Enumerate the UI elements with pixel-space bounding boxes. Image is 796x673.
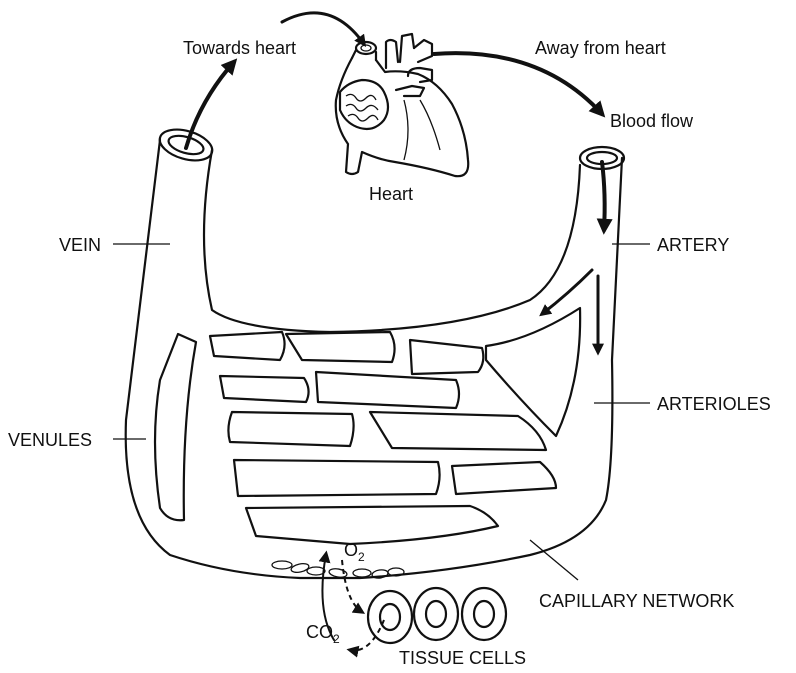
vein-label: VEIN bbox=[59, 235, 101, 255]
tissue-cell bbox=[414, 588, 458, 640]
co2-label: CO2 bbox=[306, 622, 340, 646]
artery-label: ARTERY bbox=[657, 235, 729, 255]
red-blood-cells bbox=[272, 561, 404, 579]
co2-arrow bbox=[342, 560, 362, 612]
tissue-cell bbox=[462, 588, 506, 640]
tissue-cell bbox=[368, 591, 412, 643]
artery-flow-arrow bbox=[602, 162, 605, 230]
heart-label: Heart bbox=[369, 184, 413, 204]
capillary-network-label: CAPILLARY NETWORK bbox=[539, 591, 734, 611]
away-from-heart-arrow bbox=[434, 53, 602, 114]
away-from-heart-label: Away from heart bbox=[535, 38, 666, 58]
arterioles-label: ARTERIOLES bbox=[657, 394, 771, 414]
venules-label: VENULES bbox=[8, 430, 92, 450]
towards-heart-arrow bbox=[186, 62, 234, 148]
flow-arrows bbox=[186, 13, 605, 352]
tissue-cells-label: TISSUE CELLS bbox=[399, 648, 526, 668]
tissue-cells-group bbox=[368, 588, 506, 643]
blood-flow-label: Blood flow bbox=[610, 111, 694, 131]
vein-wall bbox=[126, 140, 622, 578]
branch-arrow-left bbox=[542, 270, 592, 314]
towards-heart-label: Towards heart bbox=[183, 38, 296, 58]
co2-exit-arrow bbox=[350, 620, 384, 650]
heart-illustration bbox=[336, 34, 468, 176]
